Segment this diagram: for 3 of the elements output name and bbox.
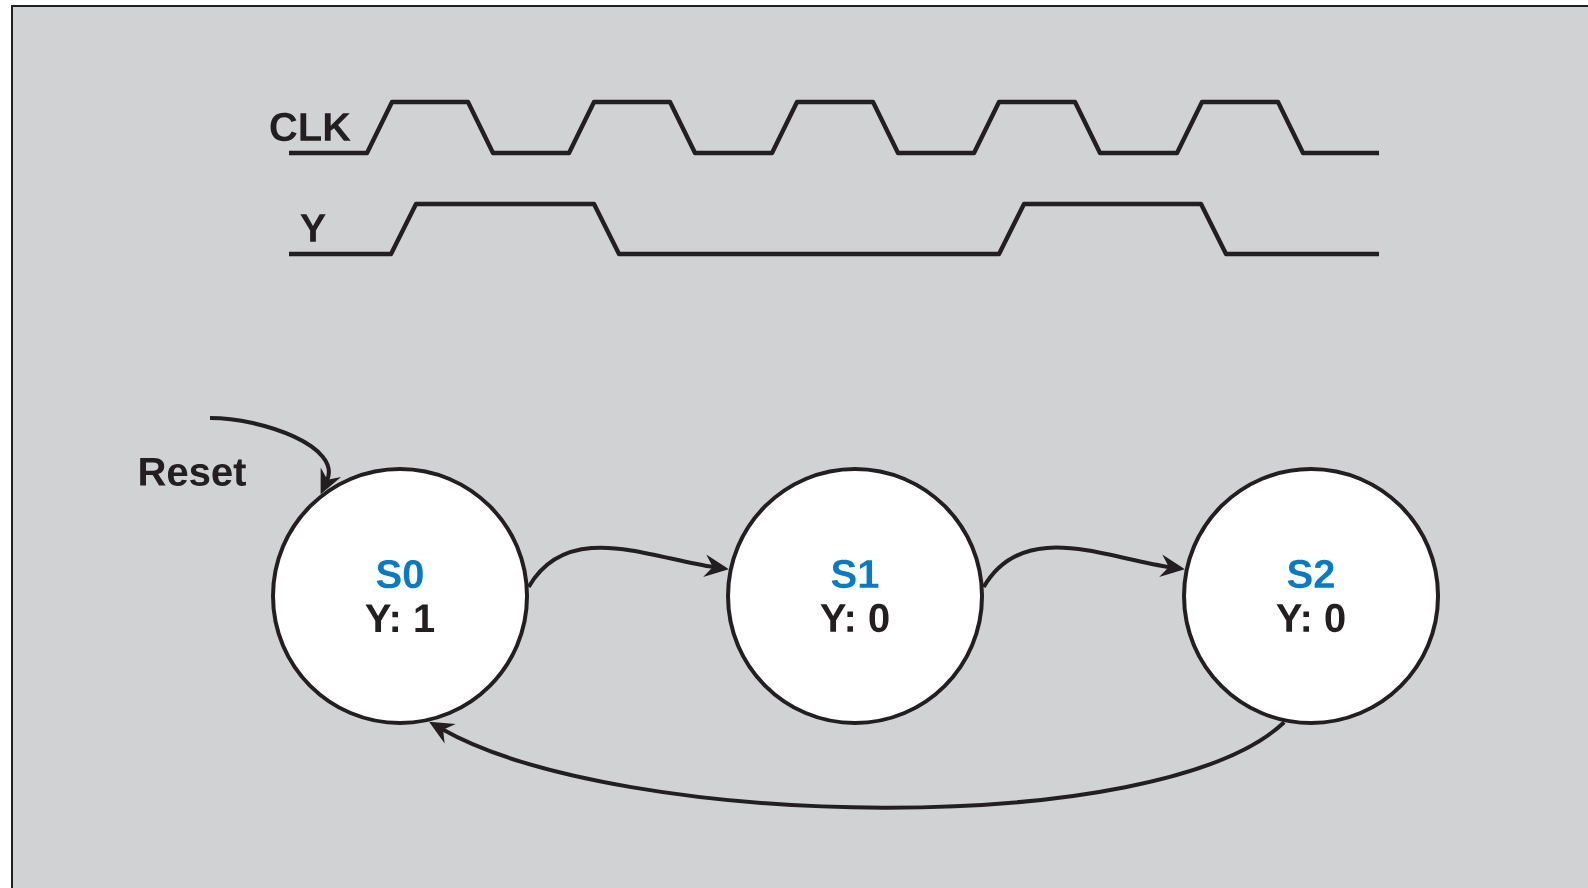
signal-label: CLK	[270, 112, 351, 142]
signal-label: Y	[300, 214, 326, 242]
edge-label: Reset	[140, 458, 246, 486]
